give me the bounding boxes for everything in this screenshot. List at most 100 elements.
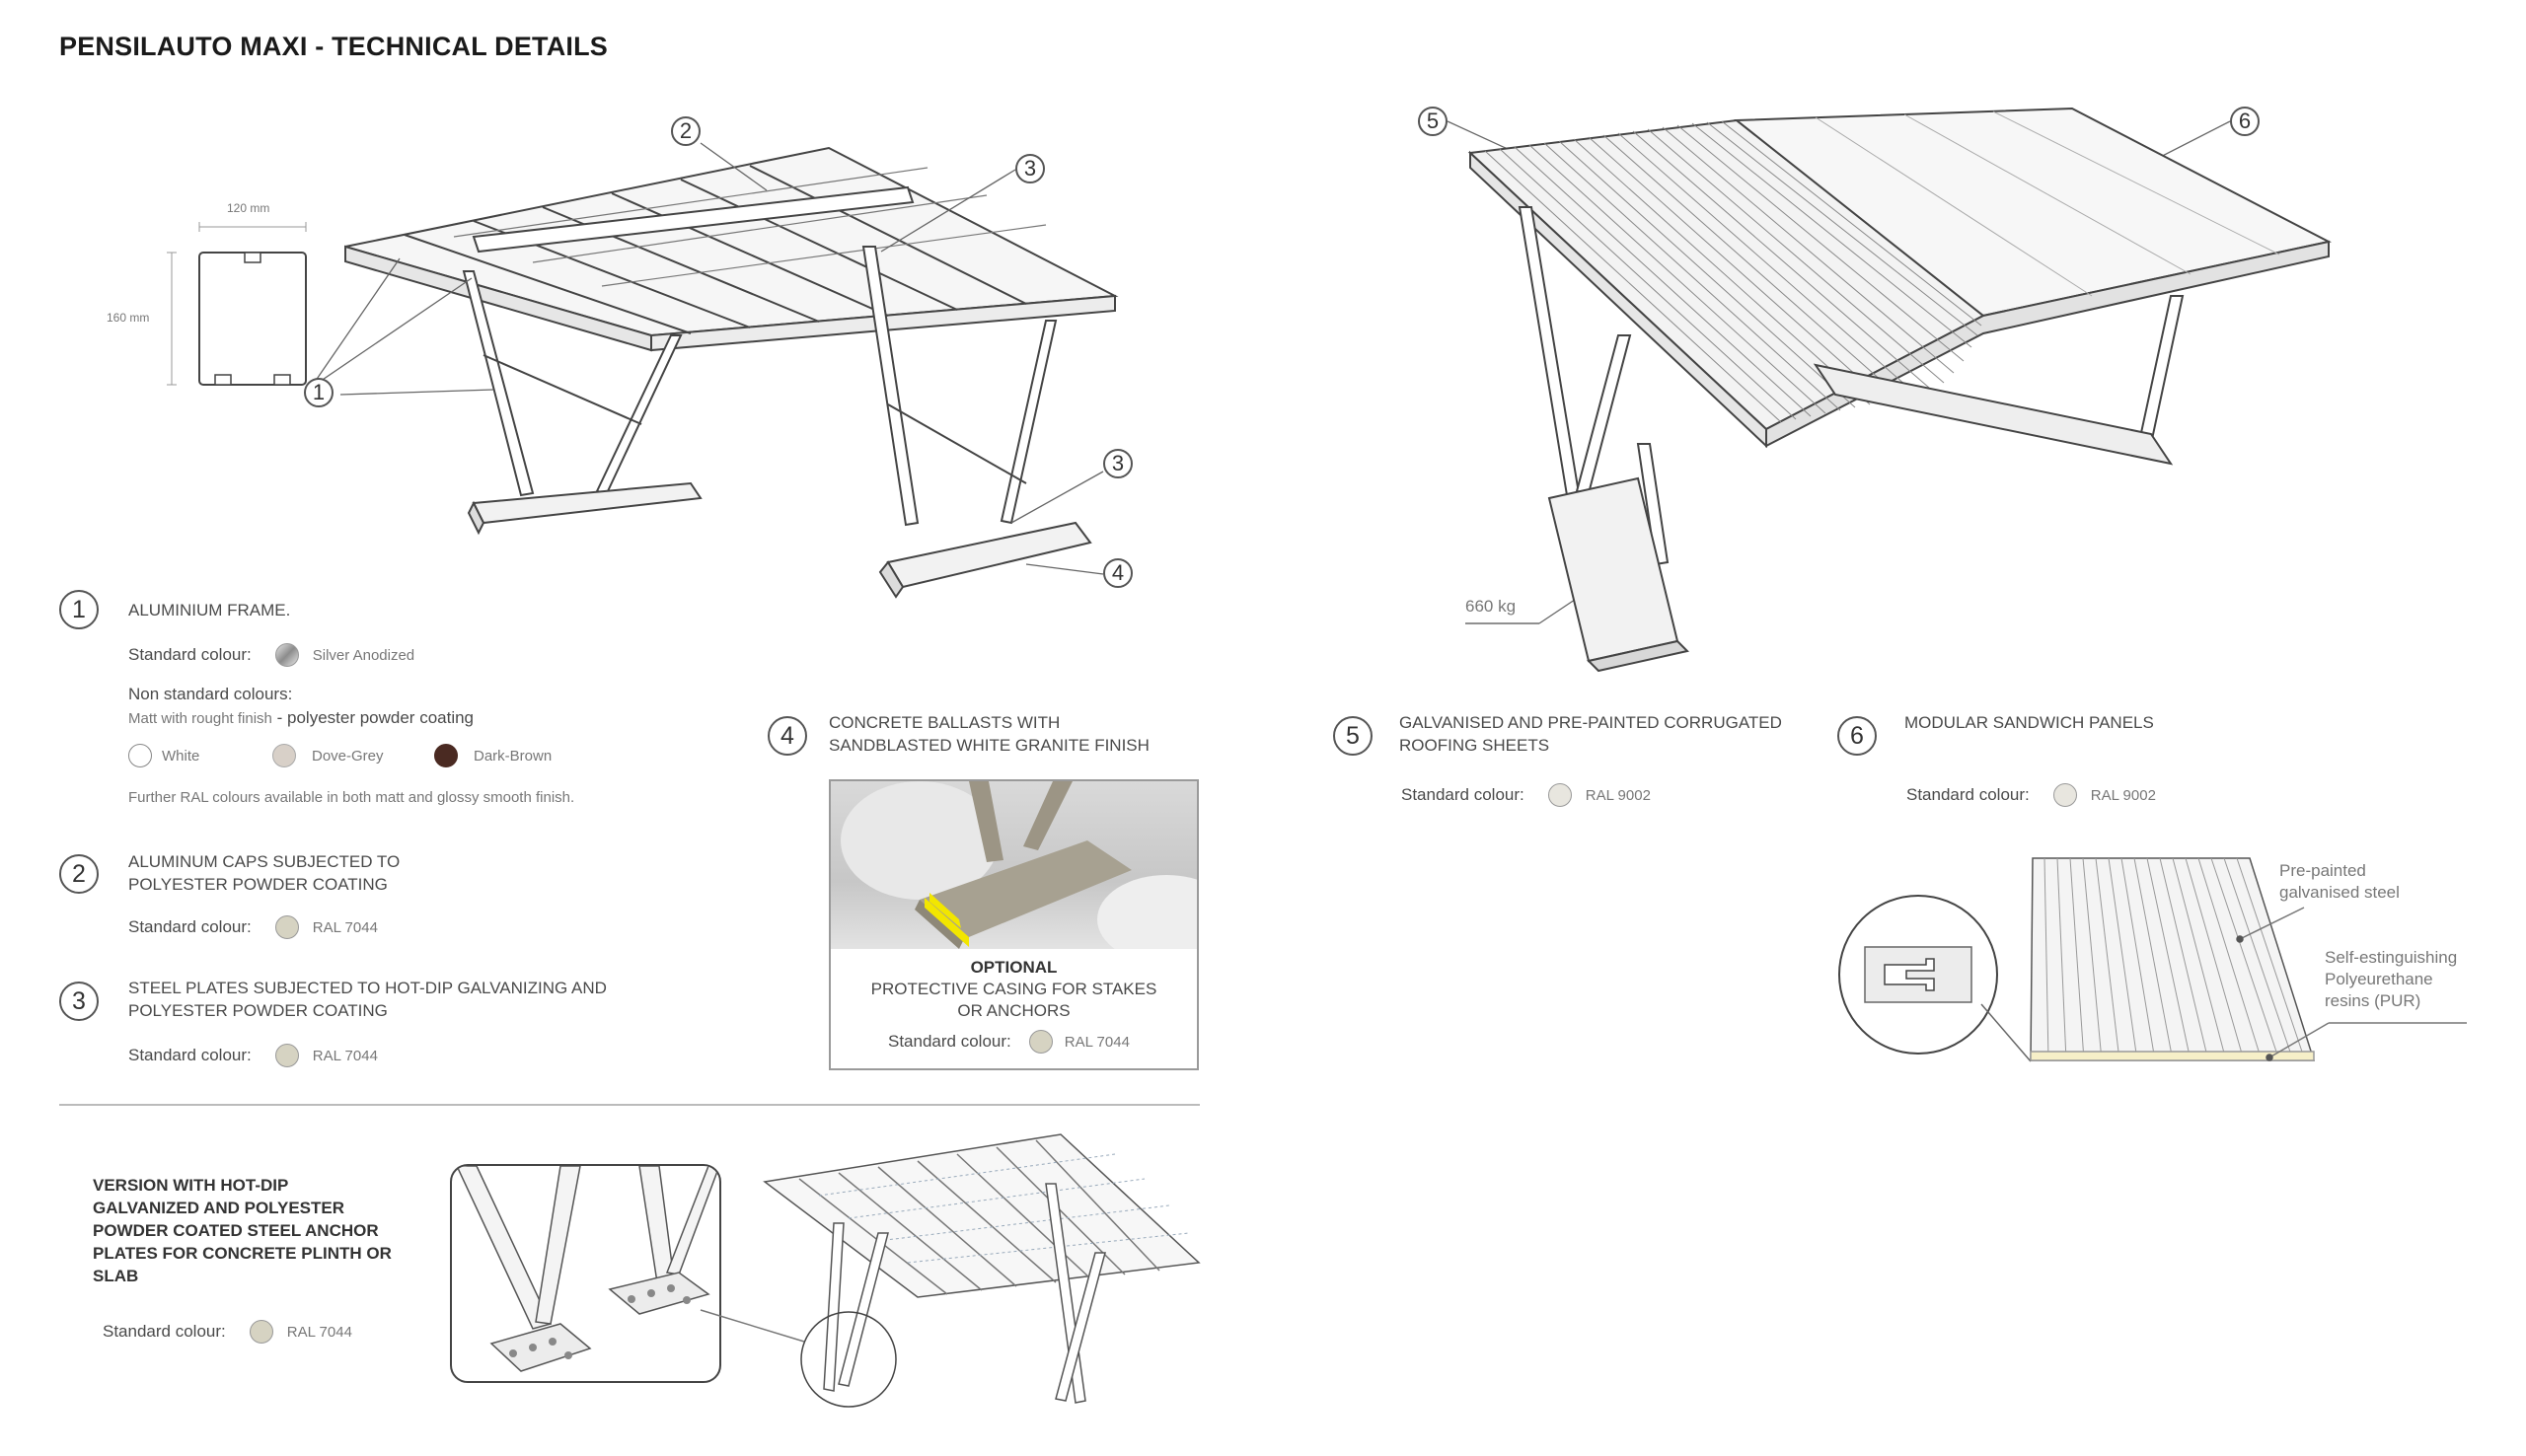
item-5-label-line1: GALVANISED AND PRE-PAINTED CORRUGATED [1399,713,1782,732]
item-5-label: GALVANISED AND PRE-PAINTED CORRUGATED RO… [1399,711,1782,757]
item-1-number: 1 [59,590,99,629]
callout-3-top-text: 3 [1023,156,1037,181]
annotation-pur-line1: Self-estinguishing [2325,948,2458,967]
profile-section-svg [167,222,307,386]
item-4-label-line2: SANDBLASTED WHITE GRANITE FINISH [829,736,1150,755]
carport-frame-svg [344,146,1119,599]
item-3-swatch [274,1044,299,1067]
dark-brown-swatch [434,744,458,767]
roof-drawing: 660 kg [1441,99,2348,673]
dark-brown-label: Dark-Brown [474,747,553,764]
callout-3-top: 3 [1015,154,1045,183]
version-line3: POWDER COATED STEEL ANCHOR [93,1221,379,1240]
callout-2-text: 2 [679,118,693,143]
item-3-number: 3 [59,982,99,1021]
item-1-label: ALUMINIUM FRAME. [128,601,291,619]
item-5-standard-value: RAL 9002 [1585,786,1651,804]
callout-2: 2 [671,116,701,146]
item-5-number-text: 5 [1346,721,1360,750]
item-1-colour-dove-grey: Dove-Grey [272,744,384,767]
item-2-swatch [274,915,299,939]
ballast-photo-svg [841,781,1197,949]
item-1-standard-label: Standard colour: [128,645,252,664]
item-4-standard-label: Standard colour: [888,1032,1011,1051]
item-1-colour-white: White [128,744,199,767]
annotation-pur-line3: resins (PUR) [2325,991,2421,1010]
profile-width-label: 120 mm [227,201,270,215]
item-4-standard-value: RAL 7044 [1064,1033,1130,1051]
white-swatch [128,744,152,767]
annotation-pur-line2: Polyeurethane [2325,970,2433,988]
page-title: PENSILAUTO MAXI - TECHNICAL DETAILS [59,32,609,61]
version-line2: GALVANIZED AND POLYESTER [93,1199,345,1217]
weight-label: 660 kg [1465,597,1517,616]
item-3-standard-row: Standard colour: RAL 7044 [128,1044,378,1067]
callout-1: 1 [304,378,334,407]
item-2-standard-value: RAL 7044 [312,918,378,936]
item-1-standard-value: Silver Anodized [312,646,415,664]
callout-5: 5 [1418,107,1448,136]
item-1-nonstandard-sub: Matt with rought finish - polyester powd… [128,708,474,728]
item-6-standard-value: RAL 9002 [2090,786,2156,804]
carport-anchor-version-svg [700,1133,1201,1408]
optional-title: OPTIONAL [970,958,1058,977]
item-6-swatch [2052,783,2077,807]
optional-line2: OR ANCHORS [957,1001,1071,1020]
optional-line1: PROTECTIVE CASING FOR STAKES [870,980,1157,998]
item-2-number-text: 2 [72,859,86,888]
annotation-prepainted: Pre-painted galvanised steel [2279,860,2400,904]
item-2-number: 2 [59,854,99,894]
item-4-label-line1: CONCRETE BALLASTS WITH [829,713,1061,732]
annotation-prepainted-line2: galvanised steel [2279,883,2400,902]
item-1-nonstandard-title: Non standard colours: [128,685,293,703]
anchor-plate-svg [456,1166,719,1372]
item-3-label-line1: STEEL PLATES SUBJECTED TO HOT-DIP GALVAN… [128,979,607,997]
white-label: White [162,747,200,764]
item-5-label-line2: ROOFING SHEETS [1399,736,1550,755]
profile-section-drawing: 120 mm 160 mm [107,197,316,395]
item-3-label: STEEL PLATES SUBJECTED TO HOT-DIP GALVAN… [128,977,607,1022]
version-description: VERSION WITH HOT-DIP GALVANIZED AND POLY… [93,1174,392,1287]
profile-height-label: 160 mm [107,311,150,325]
version-standard-row: Standard colour: RAL 7044 [103,1320,352,1344]
dove-grey-label: Dove-Grey [312,747,384,764]
item-3-standard-value: RAL 7044 [312,1047,378,1064]
item-2-standard-label: Standard colour: [128,917,252,936]
item-4-label: CONCRETE BALLASTS WITH SANDBLASTED WHITE… [829,711,1150,757]
callout-4: 4 [1103,558,1133,588]
sandwich-panel-svg [1838,857,2467,1062]
item-2-label-line1: ALUMINUM CAPS SUBJECTED TO [128,852,401,871]
item-3-label-line2: POLYESTER POWDER COATING [128,1001,388,1020]
item-2-standard-row: Standard colour: RAL 7044 [128,915,378,939]
item-5-number: 5 [1333,716,1373,756]
item-5-standard-row: Standard colour: RAL 9002 [1401,783,1651,807]
version-line4: PLATES FOR CONCRETE PLINTH OR [93,1244,392,1263]
item-1-colour-dark-brown: Dark-Brown [434,744,552,767]
version-standard-label: Standard colour: [103,1322,226,1341]
item-1-nonstandard-sub-a: Matt with rought finish [128,710,272,727]
annotation-prepainted-line1: Pre-painted [2279,861,2366,880]
item-1-swatch-silver [274,643,299,667]
item-1-number-text: 1 [72,595,86,623]
ballast-photo [831,781,1197,949]
item-5-standard-label: Standard colour: [1401,785,1524,804]
version-line5: SLAB [93,1267,139,1285]
callout-3-bottom: 3 [1103,449,1133,478]
annotation-pur: Self-estinguishing Polyeurethane resins … [2325,947,2457,1012]
item-6-number-text: 6 [1850,721,1864,750]
ballast-optional-text: OPTIONAL PROTECTIVE CASING FOR STAKES OR… [831,957,1197,1022]
item-6-label: MODULAR SANDWICH PANELS [1904,713,2154,732]
callout-5-text: 5 [1426,109,1440,133]
version-swatch [249,1320,273,1344]
item-4-number-text: 4 [780,721,794,750]
carport-frame-drawing [178,109,1164,621]
callout-1-text: 1 [312,380,326,404]
item-3-standard-label: Standard colour: [128,1046,252,1064]
item-2-label: ALUMINUM CAPS SUBJECTED TO POLYESTER POW… [128,850,400,896]
version-line1: VERSION WITH HOT-DIP [93,1176,289,1195]
sandwich-panel-detail: Pre-painted galvanised steel Self-esting… [1816,848,2487,1075]
roof-drawing-svg [1467,107,2332,673]
dove-grey-swatch [272,744,296,767]
callout-4-text: 4 [1111,560,1125,585]
